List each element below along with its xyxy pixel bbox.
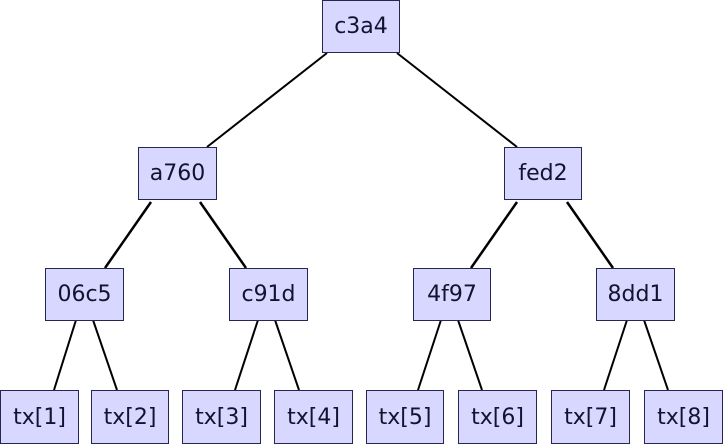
node-c91d: c91d bbox=[229, 268, 308, 321]
edge-a760-c91d bbox=[198, 201, 248, 269]
edge-8dd1-tx7 bbox=[603, 319, 628, 391]
node-4f97: 4f97 bbox=[413, 268, 491, 321]
node-a760: a760 bbox=[138, 147, 217, 200]
leaf-tx7: tx[7] bbox=[551, 390, 630, 444]
edge-4f97-tx5 bbox=[417, 319, 442, 391]
node-fed2: fed2 bbox=[504, 147, 582, 200]
node-06c5: 06c5 bbox=[45, 268, 124, 321]
edge-fed2-8dd1 bbox=[565, 201, 615, 269]
leaf-tx8: tx[8] bbox=[644, 390, 723, 444]
edge-fed2-4f97 bbox=[469, 201, 519, 269]
leaf-tx1: tx[1] bbox=[0, 390, 79, 444]
edge-a760-06c5 bbox=[103, 201, 153, 269]
leaf-tx2: tx[2] bbox=[91, 390, 169, 444]
edge-root-fed2 bbox=[396, 52, 518, 148]
edge-c91d-tx4 bbox=[274, 319, 300, 391]
edge-root-a760 bbox=[206, 52, 328, 148]
leaf-tx5: tx[5] bbox=[366, 390, 444, 444]
edge-06c5-tx2 bbox=[92, 319, 118, 391]
node-root: c3a4 bbox=[322, 0, 400, 53]
edge-4f97-tx6 bbox=[457, 319, 483, 391]
edge-8dd1-tx8 bbox=[643, 319, 669, 391]
leaf-tx3: tx[3] bbox=[182, 390, 261, 444]
leaf-tx4: tx[4] bbox=[274, 390, 353, 444]
edge-06c5-tx1 bbox=[53, 319, 77, 391]
node-8dd1: 8dd1 bbox=[596, 268, 675, 321]
edge-c91d-tx3 bbox=[234, 319, 259, 391]
leaf-tx6: tx[6] bbox=[458, 390, 537, 444]
